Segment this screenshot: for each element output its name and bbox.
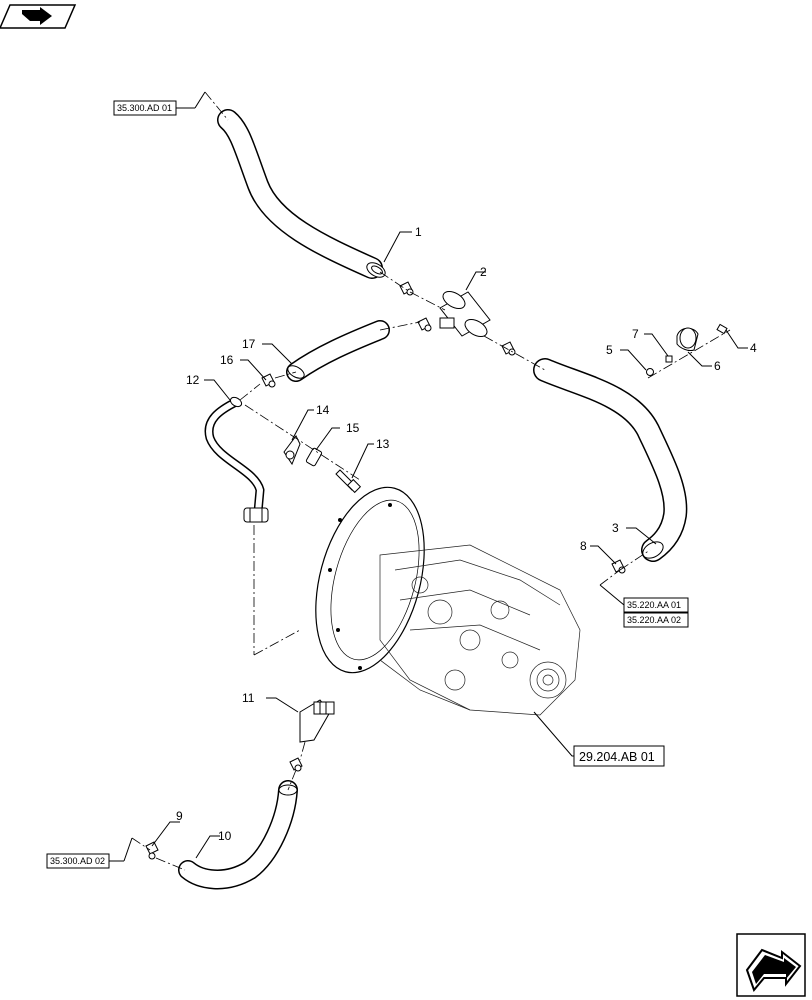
ref-label-ad01: 35.300.AD 01	[117, 103, 172, 113]
next-page-arrow-icon[interactable]	[736, 933, 806, 997]
hose-3	[533, 358, 688, 562]
callout-6: 6	[714, 359, 721, 373]
center-lines	[131, 271, 731, 871]
ref-29-204-ab-01[interactable]: 29.204.AB 01	[573, 745, 665, 767]
callout-5: 5	[606, 343, 613, 357]
callout-numbers: 1 2 3 4 5 6 7 8 9 10 11 12 13 14 15 16 1…	[176, 225, 757, 843]
callout-17: 17	[242, 337, 256, 351]
hose-17	[286, 320, 390, 382]
ref-35-300-ad-02[interactable]: 35.300.AD 02	[46, 837, 133, 869]
ref-label-ad02: 35.300.AD 02	[50, 856, 105, 866]
ref-label-aa01: 35.220.AA 01	[627, 600, 681, 610]
ref-35-220-aa-02[interactable]: 35.220.AA 02	[623, 612, 689, 628]
callout-4: 4	[750, 341, 757, 355]
callout-14: 14	[316, 403, 330, 417]
callout-13: 13	[376, 437, 390, 451]
callout-7: 7	[632, 327, 639, 341]
tee-fitting-2	[439, 290, 491, 338]
clamps	[145, 281, 626, 860]
ref-35-300-ad-01[interactable]: 35.300.AD 01	[113, 91, 206, 116]
hose-1	[217, 109, 386, 279]
ref-35-220-aa-01[interactable]: 35.220.AA 01	[599, 584, 689, 613]
callout-15: 15	[346, 421, 360, 435]
small-parts-right	[646, 323, 728, 376]
ref-label-aa02: 35.220.AA 02	[627, 615, 681, 625]
callout-9: 9	[176, 809, 183, 823]
callout-10: 10	[218, 829, 232, 843]
top-nav-icon-shape[interactable]	[0, 4, 77, 29]
callout-3: 3	[612, 521, 619, 535]
hose-10	[178, 780, 298, 890]
ref-label-ab01: 29.204.AB 01	[579, 750, 655, 764]
callout-8: 8	[580, 539, 587, 553]
callout-11: 11	[242, 691, 255, 705]
pump-assembly	[315, 486, 581, 716]
callout-1: 1	[415, 225, 422, 239]
pipe-12	[204, 396, 269, 523]
bracket-bolt-parts	[283, 435, 362, 494]
callout-12: 12	[186, 373, 200, 387]
callout-2: 2	[480, 265, 487, 279]
fitting-11	[299, 699, 335, 743]
callout-16: 16	[220, 353, 234, 367]
